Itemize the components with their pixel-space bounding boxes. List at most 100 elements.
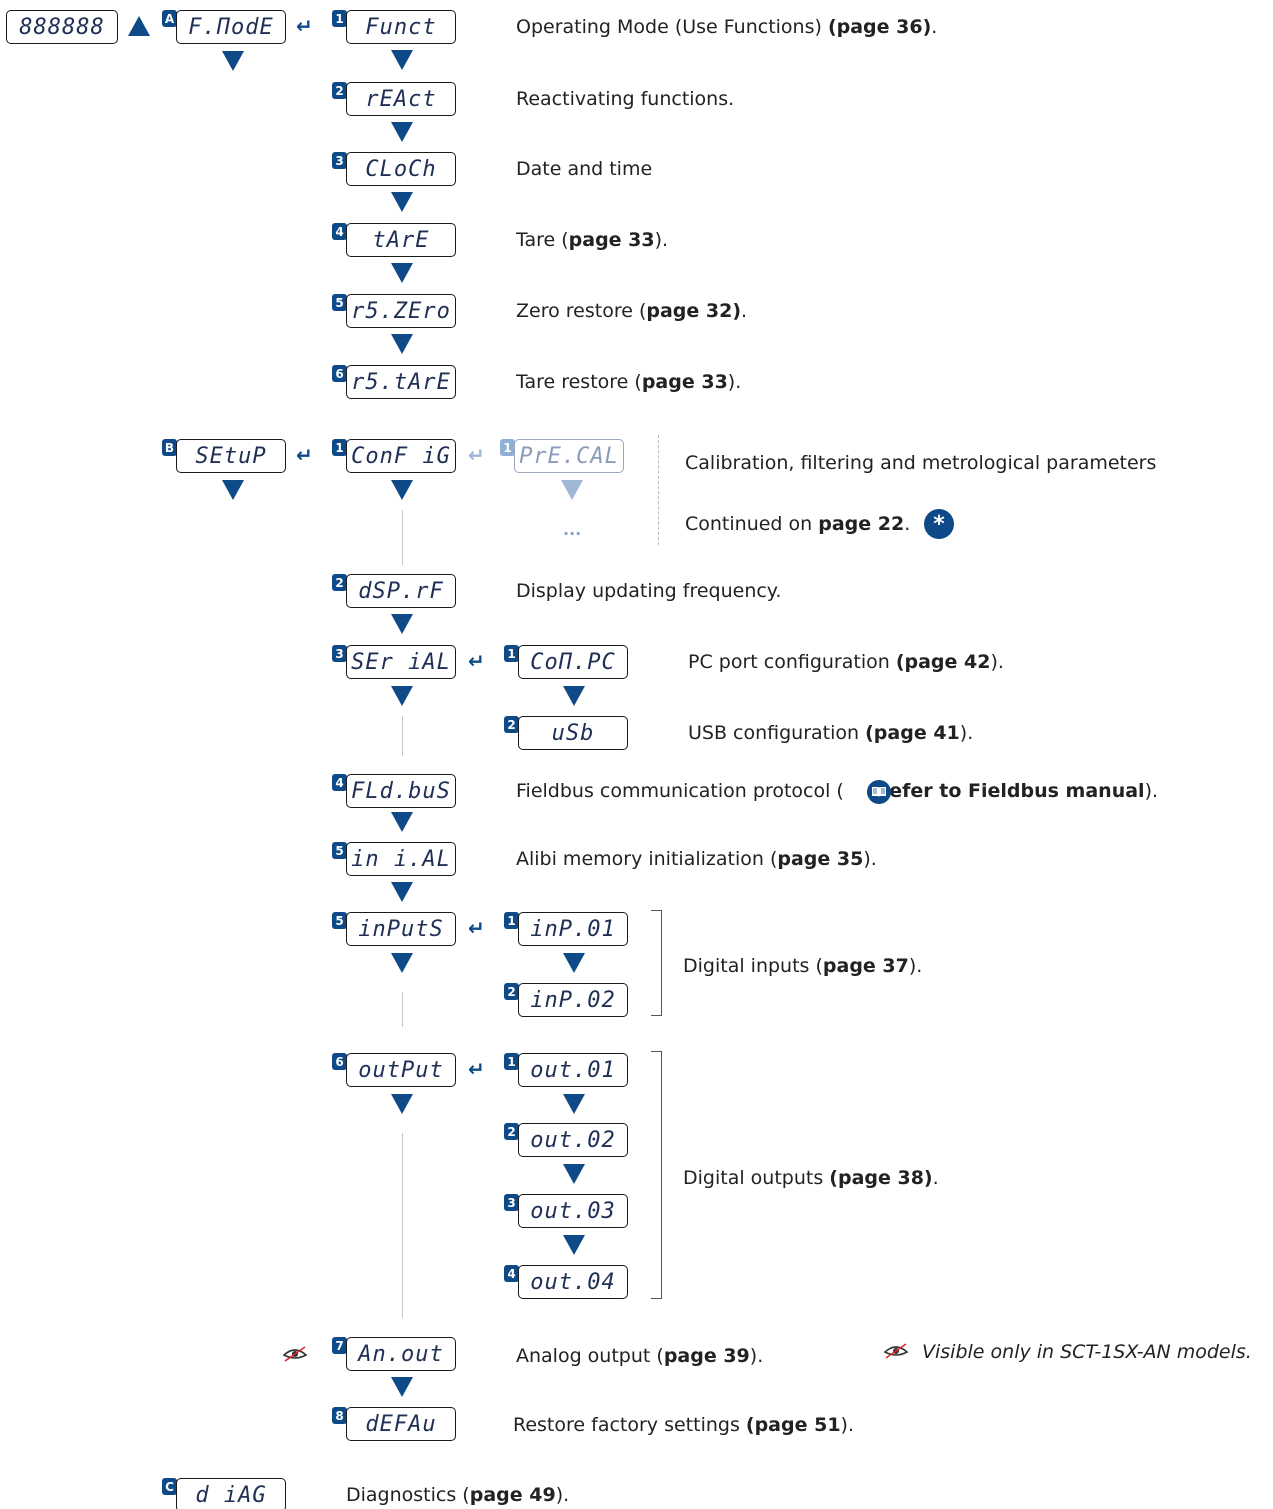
fmode-item-box: r5.tArE [346,365,456,399]
connector-line [402,992,403,1027]
usb-badge: 2 [504,716,519,733]
display-test-code: 888888 [19,14,105,40]
out02-code: out.02 [530,1127,616,1153]
fmode-item-desc: Tare (page 33). [516,229,669,251]
dsprf-desc: Display updating frequency. [516,580,782,602]
fmode-item-desc: Reactivating functions. [516,88,735,110]
out02-box: out.02 [518,1123,628,1157]
down-arrow-icon [391,480,413,500]
setup-box: SEtuP [176,439,286,473]
fmode-item-badge: 4 [332,223,347,240]
usb-desc: USB configuration (page 41). [688,722,974,744]
eye-icon [882,1340,910,1364]
output-box: outPut [346,1053,456,1087]
defau-badge: 8 [332,1407,347,1424]
serial-code: SEr iAL [351,649,451,675]
continuation-dots: ... [563,520,582,539]
fmode-item-code: r5.tArE [351,369,451,395]
config-code: ConF iG [351,443,451,469]
inial-desc: Alibi memory initialization (page 35). [516,848,877,870]
fmode-code: F.ΠodE [188,14,274,40]
fmode-item-desc: Tare restore (page 33). [516,371,742,393]
down-arrow-icon [391,812,413,832]
fmode-item-box: r5.ZEro [346,294,456,328]
out03-code: out.03 [530,1198,616,1224]
down-arrow-icon [563,953,585,973]
display-test-box: 888888 [6,10,118,44]
eye-icon [281,1343,309,1367]
precal-box: PrE.CAL [514,439,624,473]
diag-desc: Diagnostics (page 49). [346,1484,570,1506]
down-arrow-icon [391,953,413,973]
down-arrow-icon [563,1094,585,1114]
dsprf-code: dSP.rF [358,578,444,604]
fldbus-code: FLd.buS [351,778,451,804]
down-arrow-icon [391,1377,413,1397]
down-arrow-icon [391,1094,413,1114]
out04-box: out.04 [518,1265,628,1299]
inp02-box: inP.02 [518,983,628,1017]
down-arrow-icon [561,480,583,500]
fldbus-badge: 4 [332,774,347,791]
down-arrow-icon [391,882,413,902]
fmode-item-box: rEAct [346,82,456,116]
fmode-item-desc: Zero restore (page 32). [516,300,748,322]
inp02-code: inP.02 [530,987,616,1013]
up-arrow-icon [128,16,150,36]
inputs-code: inPutS [358,916,444,942]
output-code: outPut [358,1057,444,1083]
fmode-item-badge: 2 [332,82,347,99]
anout-desc: Analog output (page 39). [516,1345,764,1367]
down-arrow-icon [222,480,244,500]
dsprf-box: dSP.rF [346,574,456,608]
fmode-item-box: tArE [346,223,456,257]
inp01-box: inP.01 [518,912,628,946]
menu-a-badge: A [162,10,177,27]
output-badge: 6 [332,1053,347,1070]
inp01-badge: 1 [504,912,519,929]
connector-line [402,716,403,756]
fmode-item-code: CLoCh [365,156,437,182]
precal-badge: 1 [500,439,515,456]
connector-line [402,510,403,565]
inp02-badge: 2 [504,983,519,1000]
compc-box: CoΠ.PC [518,645,628,679]
inputs-bracket [651,910,662,1016]
setup-code: SEtuP [195,443,267,469]
inial-code: in i.AL [351,846,451,872]
precal-code: PrE.CAL [519,443,619,469]
precal-continued: Continued on page 22. [685,513,911,535]
fmode-item-box: Funct [346,10,456,44]
out01-badge: 1 [504,1053,519,1070]
fmode-item-code: tArE [372,227,430,253]
asterisk-icon: * [924,509,954,539]
inputs-desc: Digital inputs (page 37). [683,955,923,977]
inial-box: in i.AL [346,842,456,876]
config-box: ConF iG [346,439,456,473]
dsprf-badge: 2 [332,574,347,591]
menu-c-badge: C [162,1478,177,1495]
diag-code: d iAG [195,1482,267,1508]
defau-box: dEFAu [346,1407,456,1441]
inp01-code: inP.01 [530,916,616,942]
fmode-item-code: r5.ZEro [351,298,451,324]
visibility-note: Visible only in SCT-1SX-AN models. [922,1341,1252,1363]
usb-box: uSb [518,716,628,750]
fldbus-desc: Fieldbus communication protocol ( refer … [516,780,1159,802]
serial-badge: 3 [332,645,347,662]
down-arrow-icon [563,686,585,706]
compc-code: CoΠ.PC [530,649,616,675]
fmode-item-badge: 6 [332,365,347,382]
manual-book-icon [867,780,891,804]
down-arrow-icon [563,1164,585,1184]
fmode-item-desc: Operating Mode (Use Functions) (page 36)… [516,16,938,38]
down-arrow-icon [391,614,413,634]
down-arrow-icon [391,50,413,70]
usb-code: uSb [551,720,595,746]
out01-box: out.01 [518,1053,628,1087]
fmode-item-badge: 3 [332,152,347,169]
outputs-bracket [651,1051,662,1299]
fmode-item-badge: 1 [332,10,347,27]
enter-arrow-icon: ↵ [296,14,313,38]
fmode-item-code: rEAct [365,86,437,112]
